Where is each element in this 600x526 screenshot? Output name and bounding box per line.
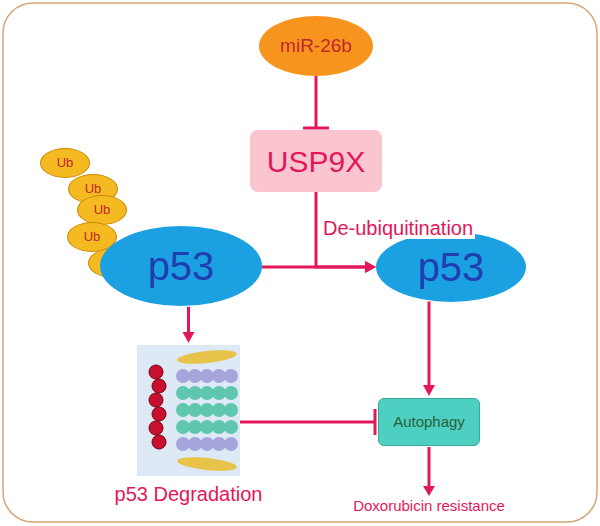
ubiquitin-bead [149,365,163,379]
proteasome-subunit [224,386,238,400]
node-text: Ub [94,203,111,217]
proteasome-subunit [200,403,214,417]
proteasome-subunit [188,403,202,417]
arrowhead [423,385,435,396]
proteasome-subunit [176,420,190,434]
ubiquitin-bead [152,435,166,449]
connector [187,307,190,335]
protein-ellipse: p53 [376,232,526,302]
proteasome-rings [176,369,238,451]
process-box: Autophagy [378,398,480,446]
proteasome-subunit [176,369,190,383]
proteasome-subunit [212,403,226,417]
proteasome-cap [177,348,238,366]
ubiquitin-bead [152,379,166,393]
arrowhead [423,486,435,496]
protein-box: USP9X [250,130,382,192]
node-text: p53 [148,244,215,288]
edge-label: De-ubiquitination [321,217,475,239]
mirna-ellipse: miR-26b [259,16,373,76]
proteasome-cap [177,455,238,473]
arrowhead [365,261,376,273]
inhibition-bar [374,409,377,435]
ubiquitin-ellipse: Ub [40,148,90,178]
proteasome-subunit [200,386,214,400]
proteasome-subunit [224,403,238,417]
connector [428,301,431,388]
proteasome-subunit [176,403,190,417]
ubiquitin-bead [149,393,163,407]
proteasome-subunit [200,420,214,434]
proteasome-subunit [212,386,226,400]
protein-ellipse: p53 [100,226,262,306]
proteasome-subunit [188,437,202,451]
arrowhead [365,261,376,273]
connector [240,421,375,424]
illustration-ground [137,345,240,476]
node-text: Ub [84,230,101,244]
arrowhead [183,332,195,343]
proteasome-subunit [224,369,238,383]
proteasome-subunit [212,369,226,383]
panel-heading: p53 Degradation [115,483,263,505]
proteasome-subunit [224,420,238,434]
node-text: miR-26b [280,36,352,57]
node-text: p53 [418,245,485,289]
node-text: USP9X [267,145,365,178]
connector [314,76,317,128]
frame-border [3,3,597,522]
node-text: Ub [57,156,74,170]
outcome-label: Doxorubicin resistance [353,498,505,515]
proteasome-subunit [176,386,190,400]
ubiquitin-bead [149,421,163,435]
proteasome-subunit [212,437,226,451]
ubiquitin-chain [149,365,166,449]
proteasome-subunit [188,369,202,383]
degradation-panel: p53 Degradation [137,345,240,476]
proteasome-subunit [188,386,202,400]
ubiquitin-ellipse: Ub [77,195,127,225]
proteasome-subunit [188,420,202,434]
proteasome-subunit [200,437,214,451]
node-text: Ub [85,182,102,196]
proteasome-subunit [200,369,214,383]
node-text: Autophagy [393,414,465,431]
proteasome-subunit [212,420,226,434]
ubiquitin-bead [152,407,166,421]
proteasome-subunit [224,437,238,451]
arrow-line [428,447,431,488]
proteasome-subunit [176,437,190,451]
